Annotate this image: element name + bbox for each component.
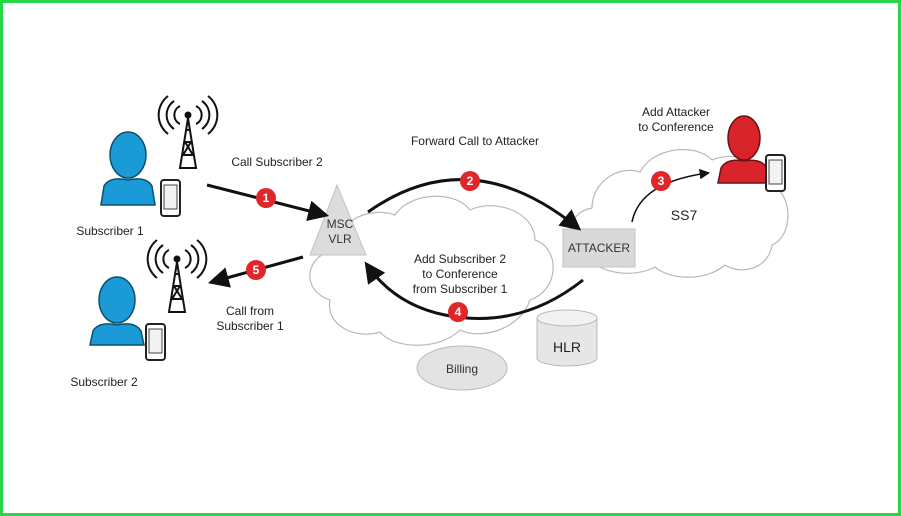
billing-ellipse: [416, 345, 508, 391]
ss7-label: SS7: [671, 207, 698, 223]
step-3-badge: 3: [651, 171, 671, 191]
step-5-badge: 5: [246, 260, 266, 280]
subscriber-1-person-icon: [100, 131, 156, 206]
attacker-box-label: ATTACKER: [568, 241, 631, 255]
step-5-label: Subscriber 1: [216, 319, 284, 333]
cell-tower-icon: [157, 95, 219, 169]
cell-tower-icon: [146, 239, 208, 313]
step-1-label: Call Subscriber 2: [231, 155, 323, 169]
step-4-label: to Conference: [422, 267, 498, 281]
svg-text:2: 2: [467, 174, 474, 188]
step-4-label: Add Subscriber 2: [414, 252, 506, 266]
attacker-node: ATTACKER: [562, 228, 636, 268]
subscriber-2-person-icon: [89, 276, 145, 346]
subscriber-2-label: Subscriber 2: [70, 375, 138, 389]
svg-text:4: 4: [455, 305, 462, 319]
svg-text:1: 1: [263, 191, 270, 205]
msc-label: MSC: [327, 217, 354, 231]
step-3-label: to Conference: [638, 120, 714, 134]
svg-text:3: 3: [658, 174, 665, 188]
svg-text:5: 5: [253, 263, 260, 277]
hlr-label: HLR: [553, 339, 581, 355]
mobile-phone-icon: [765, 154, 786, 192]
step-1-badge: 1: [256, 188, 276, 208]
step-3-label: Add Attacker: [642, 105, 710, 119]
attacker-person-icon: [717, 115, 771, 184]
step-5-label: Call from: [226, 304, 274, 318]
arrow-step-3: [631, 168, 711, 223]
mobile-phone-icon: [145, 323, 166, 361]
msc-vlr-node: MSC VLR: [309, 183, 367, 256]
vlr-label: VLR: [328, 232, 352, 246]
step-4-label: from Subscriber 1: [413, 282, 508, 296]
step-2-badge: 2: [460, 171, 480, 191]
billing-label: Billing: [446, 362, 478, 376]
hlr-database: HLR: [536, 309, 598, 367]
step-2-label: Forward Call to Attacker: [411, 134, 539, 148]
subscriber-1-label: Subscriber 1: [76, 224, 144, 238]
mobile-phone-icon: [160, 179, 181, 217]
step-4-badge: 4: [448, 302, 468, 322]
